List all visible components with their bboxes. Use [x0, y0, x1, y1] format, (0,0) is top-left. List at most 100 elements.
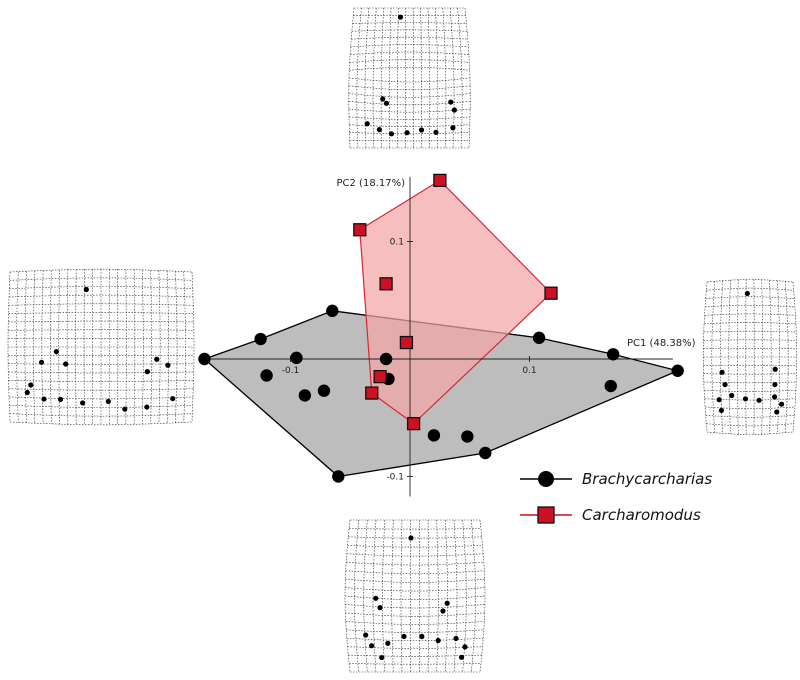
- x-tick-label: 0.1: [522, 366, 536, 376]
- grid-line: [346, 629, 484, 633]
- grid-line: [706, 423, 794, 427]
- grid-line: [400, 519, 403, 673]
- grid-line: [442, 7, 447, 149]
- landmark-dot: [373, 595, 379, 601]
- grid-line: [347, 545, 483, 548]
- legend-item-carcharomodus: Carcharomodus: [520, 506, 701, 524]
- landmark-dot: [451, 107, 458, 113]
- point-brachycarcharias: [298, 389, 312, 402]
- landmark-dot: [165, 362, 171, 368]
- grid-line: [703, 339, 797, 341]
- grid-line: [705, 406, 795, 410]
- landmark-dot: [772, 394, 778, 400]
- landmark-dot: [385, 640, 391, 646]
- grid-line: [191, 271, 195, 423]
- point-brachycarcharias: [461, 430, 474, 443]
- grid-line: [344, 595, 486, 600]
- legend-marker-carcharomodus: [537, 506, 555, 524]
- landmark-dot: [170, 396, 176, 402]
- landmark-dot: [53, 349, 59, 355]
- landmark-dot: [744, 290, 750, 297]
- grid-line: [703, 373, 797, 375]
- grid-line: [352, 22, 467, 24]
- landmark-dot: [144, 404, 150, 410]
- grid-line: [706, 431, 794, 435]
- grid-line: [350, 44, 469, 48]
- deformation-grid-right: [702, 279, 798, 435]
- landmark-dot: [28, 382, 34, 388]
- grid-line: [703, 381, 797, 384]
- grid-line: [364, 7, 370, 149]
- landmark-dot: [418, 127, 425, 133]
- grid-line: [348, 93, 471, 98]
- point-brachycarcharias: [317, 384, 331, 397]
- grid-line: [435, 7, 439, 148]
- point-carcharomodus: [365, 386, 379, 400]
- grid-line: [346, 637, 484, 641]
- grid-line: [348, 85, 471, 90]
- grid-line: [372, 519, 377, 673]
- grid-line: [705, 296, 795, 299]
- landmark-dot: [154, 356, 160, 362]
- landmark-dot: [408, 535, 414, 541]
- grid-line: [436, 519, 439, 673]
- grid-line: [705, 415, 795, 418]
- landmark-dot: [462, 644, 468, 650]
- grid-line: [345, 604, 485, 609]
- landmark-dot: [388, 131, 395, 137]
- legend-item-brachycarcharias: Brachycarcharias: [520, 470, 712, 488]
- grid-line: [8, 303, 194, 306]
- grid-line: [453, 519, 458, 673]
- grid-line: [125, 269, 127, 425]
- landmark-dot: [401, 633, 407, 640]
- grid-line: [349, 663, 481, 665]
- grid-line: [706, 287, 794, 291]
- landmark-dot: [41, 396, 47, 402]
- y-tick-label: -0.1: [386, 473, 404, 483]
- point-brachycarcharias: [606, 348, 620, 361]
- grid-line: [704, 322, 796, 324]
- grid-line: [427, 519, 430, 673]
- y-ticks: 0.1-0.1: [386, 238, 413, 483]
- point-carcharomodus: [406, 416, 421, 431]
- grid-line: [66, 269, 69, 425]
- point-carcharomodus: [433, 173, 447, 188]
- grid-line: [457, 7, 463, 149]
- legend-marker-brachycarcharias: [538, 471, 554, 487]
- x-axis-title: PC1 (48.38%): [627, 338, 696, 349]
- grid-line: [728, 280, 731, 434]
- point-brachycarcharias: [254, 332, 267, 346]
- grid-line: [464, 7, 471, 149]
- grid-line: [183, 271, 186, 423]
- deformation-grid-left: [7, 268, 195, 426]
- grid-line: [150, 270, 152, 424]
- landmark-dot: [458, 654, 465, 660]
- point-brachycarcharias: [379, 352, 393, 366]
- grid-line: [8, 329, 194, 331]
- grid-line: [345, 587, 485, 592]
- grid-line: [348, 101, 471, 106]
- grid-line: [348, 77, 471, 83]
- grid-line: [8, 371, 194, 374]
- grid-line: [175, 271, 178, 423]
- landmark-dot: [383, 100, 390, 106]
- grid-line: [349, 124, 470, 127]
- grid-line: [345, 570, 485, 575]
- landmark-dot: [80, 400, 86, 406]
- landmark-dot: [363, 632, 369, 638]
- grid-line: [381, 519, 385, 673]
- landmark-dot: [756, 397, 762, 403]
- grid-line: [702, 281, 708, 433]
- grid-line: [9, 277, 193, 281]
- legend-label-carcharomodus: Carcharomodus: [582, 506, 701, 524]
- point-brachycarcharias: [532, 331, 546, 345]
- point-carcharomodus: [353, 223, 367, 237]
- landmark-dot: [719, 369, 725, 375]
- data-points: [198, 173, 684, 483]
- landmark-dot: [83, 286, 89, 293]
- grid-line: [351, 29, 468, 32]
- point-carcharomodus: [373, 369, 387, 384]
- landmark-dot: [364, 121, 370, 127]
- landmark-dot: [778, 401, 785, 407]
